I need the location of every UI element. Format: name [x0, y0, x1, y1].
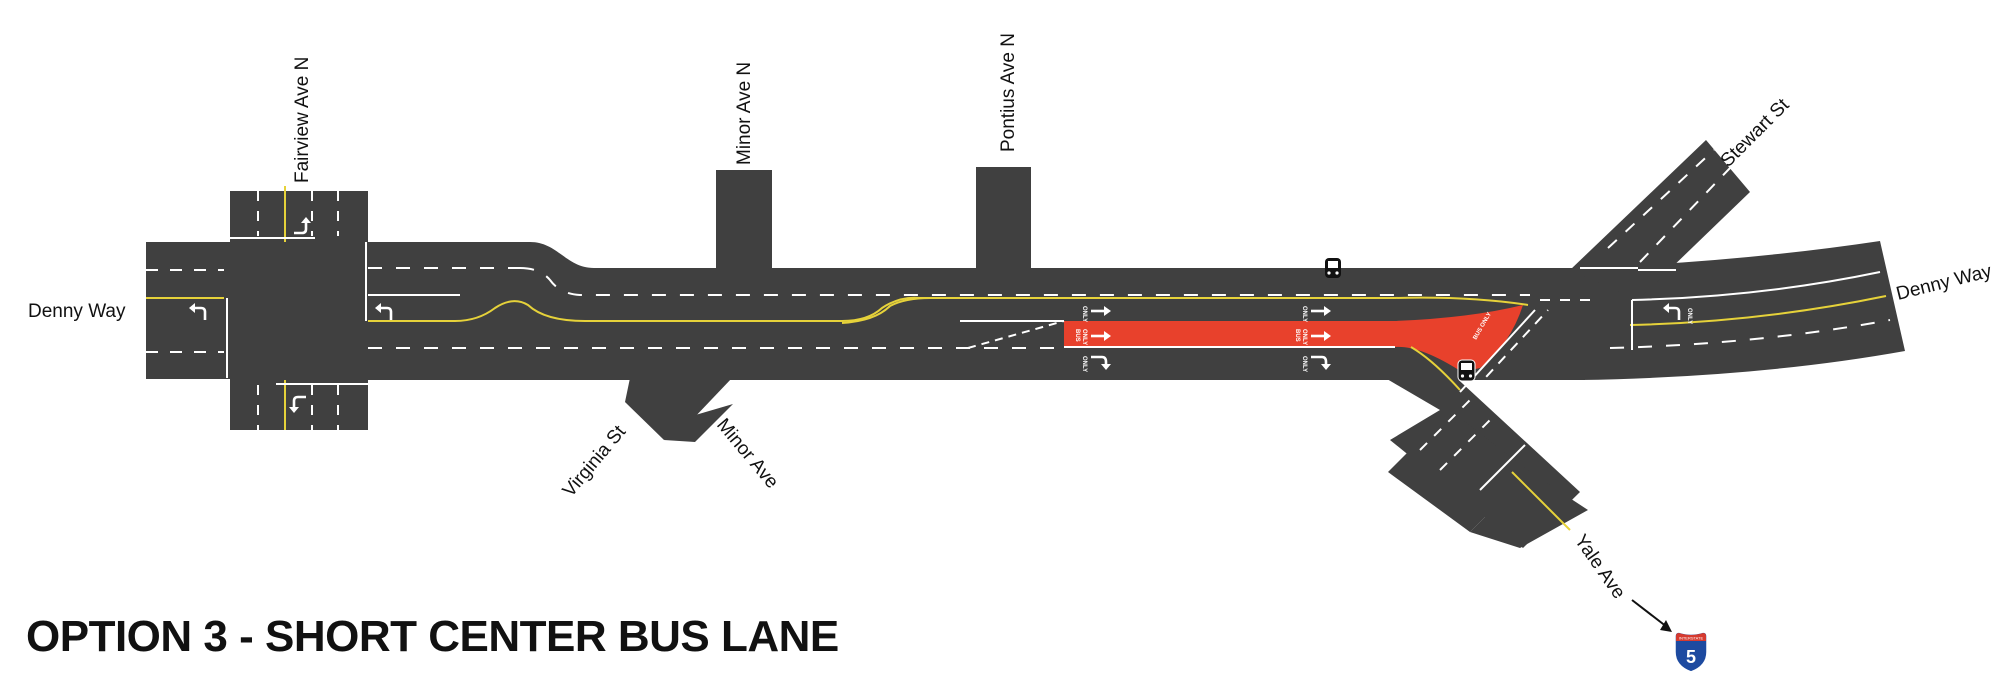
pontius-ave-n-label: Pontius Ave N	[998, 33, 1019, 152]
only-marking: ONLY	[1301, 306, 1307, 322]
bus-marking: BUS	[1074, 329, 1080, 342]
bus-lane	[1064, 305, 1523, 372]
yale-ave-lower-segment	[1388, 410, 1530, 532]
minor-ave-label: Minor Ave	[712, 415, 782, 493]
road-surface	[146, 140, 1905, 548]
only-marking: ONLY	[1081, 356, 1087, 372]
minor-ave-n-label: Minor Ave N	[734, 62, 755, 165]
only-marking: ONLY	[1081, 306, 1087, 322]
only-marking: ONLY	[1686, 308, 1692, 324]
yale-ave-label: Yale Ave	[1570, 531, 1629, 603]
minor-ave-n-stub	[716, 170, 772, 270]
only-marking: ONLY	[1301, 329, 1307, 345]
yale-ave-end	[1470, 472, 1588, 548]
fairview-ave-n-label: Fairview Ave N	[292, 57, 313, 183]
lane-markings	[146, 149, 1891, 491]
center-lines	[146, 186, 1887, 531]
page-title: OPTION 3 - SHORT CENTER BUS LANE	[26, 612, 839, 661]
shield-number: 5	[1686, 647, 1696, 667]
pontius-ave-n-stub	[976, 167, 1031, 270]
minor-ave-stub	[664, 404, 733, 442]
fairview-ave-n-segment	[230, 191, 368, 430]
only-marking: ONLY	[1301, 356, 1307, 372]
bus-marking: BUS	[1294, 329, 1300, 342]
stewart-st-label: Stewart St	[1717, 94, 1794, 171]
denny-way-east-label: Denny Way	[1894, 261, 1994, 305]
virginia-st-label: Virginia St	[559, 421, 631, 501]
bus-stop-icon-1	[1325, 258, 1341, 278]
stewart-st-segment	[1570, 140, 1750, 300]
interstate-shield-icon: INTERSTATE 5	[1674, 631, 1708, 673]
virginia-st-stub	[625, 378, 732, 440]
only-marking: ONLY	[1081, 329, 1087, 345]
shield-header: INTERSTATE	[1679, 636, 1704, 641]
denny-way-west-label: Denny Way	[28, 301, 126, 322]
arrow-icon	[1631, 599, 1672, 632]
bus-stop-icon-2	[1457, 359, 1476, 382]
